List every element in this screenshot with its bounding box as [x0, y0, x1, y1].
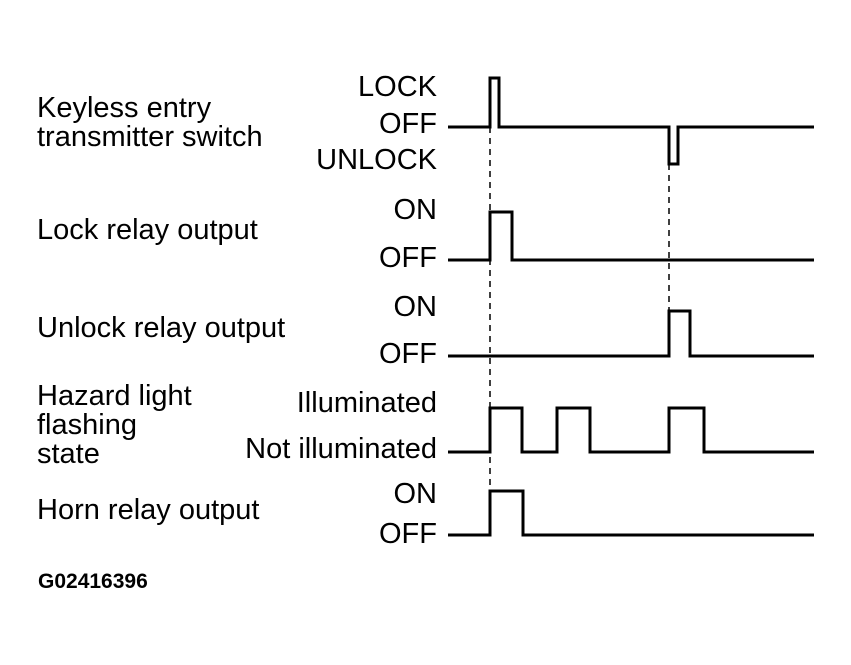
state-label-hazard-not-illuminated: Not illuminated — [245, 433, 437, 465]
state-label-lock-on: ON — [393, 194, 438, 226]
state-label-keyless-unlock: UNLOCK — [316, 144, 437, 176]
state-label-keyless-lock: LOCK — [358, 71, 437, 103]
signal-label-hazard-line1: Hazard light — [37, 380, 192, 412]
signal-label-lock: Lock relay output — [37, 214, 258, 246]
signal-label-hazard-line2: flashing — [37, 409, 137, 441]
state-label-lock-off: OFF — [379, 242, 437, 274]
state-label-unlock-off: OFF — [379, 338, 437, 370]
signal-label-horn: Horn relay output — [37, 494, 260, 526]
waveform-unlock-relay — [448, 309, 814, 358]
signal-label-hazard-line3: state — [37, 438, 100, 470]
waveform-horn-relay — [448, 489, 814, 537]
state-label-keyless-off: OFF — [379, 108, 437, 140]
state-label-hazard-illuminated: Illuminated — [296, 387, 437, 419]
waveform-keyless — [448, 76, 814, 166]
waveform-hazard — [448, 406, 814, 454]
state-label-horn-on: ON — [393, 478, 438, 510]
signal-label-keyless-line1: Keyless entry — [37, 92, 212, 124]
waveform-lock-relay — [448, 210, 814, 262]
signal-label-unlock: Unlock relay output — [37, 312, 286, 344]
signal-label-keyless-line2: transmitter switch — [37, 121, 263, 153]
state-label-unlock-on: ON — [393, 291, 438, 323]
figure-code: G02416396 — [38, 570, 148, 593]
state-label-horn-off: OFF — [379, 518, 437, 550]
